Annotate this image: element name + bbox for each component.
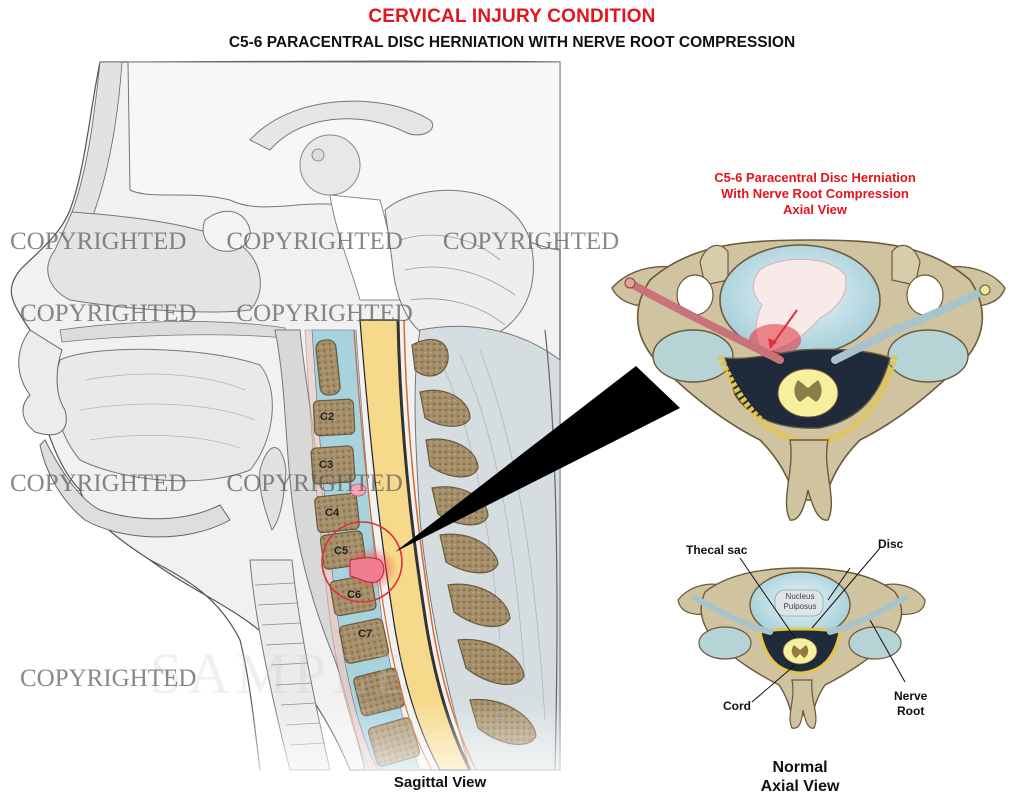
vertebra-c2-body [312,398,356,437]
herniation-highlight-circle [321,521,403,603]
leader-cord [751,664,796,703]
cerebellum [384,189,534,346]
sagittal-view [0,60,600,799]
page-subtitle: C5-6 PARACENTRAL DISC HERNIATION WITH NE… [228,34,796,51]
normal-spinous-process [789,679,817,729]
page-title: CERVICAL INJURY CONDITION [368,6,656,27]
vertebra-c3-body [310,445,356,485]
label-nucleus: Nucleus [785,592,815,601]
vertebra-label-c6: C6 [347,589,362,601]
tongue [54,348,273,482]
facet-left [652,329,734,383]
vertebra-label-c4: C4 [325,507,340,519]
mandible [39,439,231,538]
label-root: Root [897,704,925,718]
axial-title-line: With Nerve Root Compression [721,186,909,201]
axial-normal-view [677,547,926,729]
nerve-root-right [831,286,989,364]
caption-sagittal-view: Sagittal View [393,774,487,791]
epidural-fat [717,354,898,446]
vertebra-label-c7: C7 [358,628,373,640]
normal-nerve-right [827,595,908,635]
leader-nerve-root [869,619,906,683]
dens [315,339,341,396]
normal-nucleus [774,589,824,617]
facet-right [887,329,969,383]
axial-herniation-title: C5-6 Paracentral Disc Herniation With Ne… [640,170,990,218]
leader-disc [811,547,881,629]
vertebra-label-c5: C5 [334,545,349,557]
label-nerve-root: Nerve Root [894,689,927,719]
sphenoid-sinus [202,210,251,252]
callout-pointer [395,366,680,552]
vertebra-label-c3: C3 [319,459,334,471]
label-disc: Disc [878,537,904,551]
caption-normal-axial-view: Normal Axial View [740,758,860,796]
thalamus [299,134,361,196]
vertebra-c7-body [338,618,390,664]
c3-4-disc-bulge [349,483,367,497]
c5-6-disc-herniation [349,557,385,583]
axial-title-line: Axial View [782,202,848,217]
nerve-root-left [626,279,784,364]
label-nucleus-pulposus: Nucleus Pulposus [778,592,822,612]
grey-matter [794,380,822,402]
label-nerve: Nerve [894,689,928,703]
axial-herniation-view [611,239,1006,521]
skin-back-outline [544,329,558,771]
vertebra-label-c2: C2 [320,411,335,423]
label-thecal-sac: Thecal sac [686,543,748,557]
corpus-callosum [249,100,433,151]
spinous-process-axial [785,439,832,521]
lips [18,329,67,436]
label-cord: Cord [723,699,751,713]
caption-normal: Normal [772,759,828,776]
epiglottis [259,447,287,532]
leader-lines [739,547,906,703]
caption-axial-view: Axial View [760,778,840,795]
normal-nerve-left [692,595,773,635]
leader-thecal-sac [739,557,796,639]
axial-title-line: C5-6 Paracentral Disc Herniation [714,170,916,185]
vertebra-c4-body [314,492,360,534]
label-pulposus: Pulposus [783,602,817,611]
